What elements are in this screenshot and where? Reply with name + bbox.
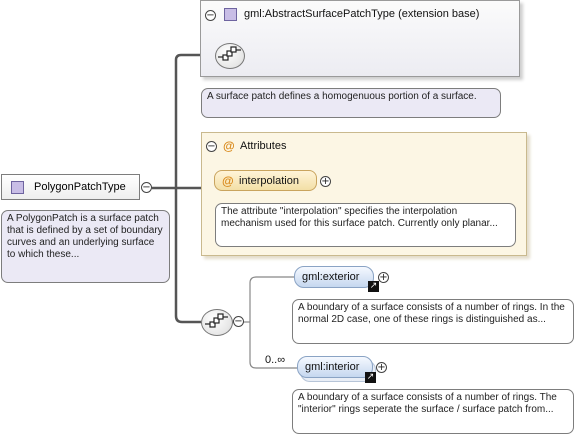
extension-base-box[interactable]: − gml:AbstractSurfacePatchType (extensio… — [200, 0, 520, 77]
attribute-icon: @ — [223, 139, 235, 153]
collapse-icon[interactable]: − — [233, 316, 244, 327]
child-element-name: gml:interior — [305, 361, 360, 373]
attribute-annotation: The attribute "interpolation" specifies … — [215, 203, 516, 247]
attributes-title: Attributes — [240, 140, 287, 152]
attribute-icon: @ — [222, 174, 234, 188]
expand-icon[interactable]: + — [376, 362, 387, 373]
element-annotation: A PolygonPatch is a surface patch that i… — [1, 210, 170, 283]
extension-base-name: gml:AbstractSurfacePatchType (extension … — [244, 8, 480, 20]
attribute-name: interpolation — [239, 175, 299, 187]
element-name: PolygonPatchType — [34, 181, 126, 193]
reference-arrow-icon[interactable]: ↗ — [365, 372, 376, 383]
cardinality-label: 0..∞ — [265, 354, 286, 366]
extension-annotation: A surface patch defines a homogenuous po… — [201, 88, 501, 118]
collapse-icon[interactable]: − — [206, 141, 217, 152]
element-icon — [11, 181, 24, 194]
expand-icon[interactable]: + — [378, 272, 389, 283]
collapse-icon[interactable]: − — [141, 182, 152, 193]
expand-icon[interactable]: + — [320, 176, 331, 187]
child-element-exterior[interactable]: gml:exterior — [294, 266, 374, 288]
attribute-interpolation[interactable]: @ interpolation — [214, 170, 317, 191]
child-annotation: A boundary of a surface consists of a nu… — [292, 389, 574, 434]
child-element-interior[interactable]: gml:interior — [297, 356, 373, 378]
sequence-compositor-icon[interactable] — [201, 309, 233, 336]
child-element-name: gml:exterior — [302, 271, 360, 283]
element-polygonpatchtype[interactable]: PolygonPatchType — [1, 174, 140, 200]
collapse-icon[interactable]: − — [205, 10, 216, 21]
child-annotation: A boundary of a surface consists of a nu… — [292, 299, 574, 344]
reference-arrow-icon[interactable]: ↗ — [368, 281, 379, 292]
sequence-compositor-icon[interactable] — [215, 43, 245, 69]
element-icon — [224, 8, 237, 21]
